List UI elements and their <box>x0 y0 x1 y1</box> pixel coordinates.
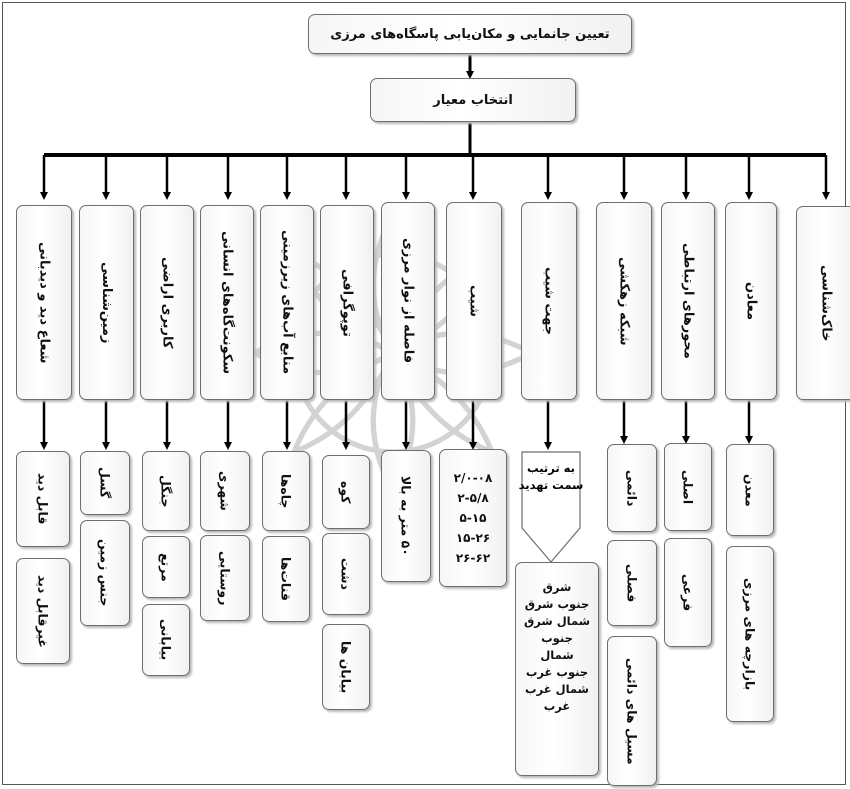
leaf-plain: دشت <box>322 533 370 615</box>
criterion-groundwater: منابع آب‌های زیرزمینی <box>260 205 314 400</box>
pentagon-shape <box>521 451 581 563</box>
leaf-permanent: دائمی <box>607 444 657 532</box>
leaf-main-road: اصلی <box>664 443 712 531</box>
criterion-topography: توپوگرافی <box>320 205 374 400</box>
leaf-rural: روستایی <box>200 535 250 621</box>
criterion-visibility: شعاع دید و دیدبانی <box>16 205 72 400</box>
criterion-soil-science: خاک‌شناسی <box>796 206 850 400</box>
leaf-urban: شهری <box>200 451 250 531</box>
leaf-qanats: قنات‌ها <box>262 536 310 622</box>
criterion-land-use: کاربری اراضی <box>140 205 194 400</box>
slope-range: ۵-۱۵ <box>459 511 487 525</box>
direction-item: غرب <box>543 699 571 713</box>
slope-ranges: ۲/۰-۰۸ ۲-۵/۸ ۵-۱۵ ۱۵-۲۶ ۲۶-۶۲ <box>439 449 507 587</box>
criterion-slope: شیب <box>446 202 502 400</box>
direction-item: جنوب غرب <box>525 665 589 679</box>
slope-aspect-threat-note: به ترتیب سمت تهدید <box>516 446 586 568</box>
leaf-desert-land: بیابانی <box>142 604 190 676</box>
direction-item: شمال غرب <box>525 682 589 696</box>
leaf-deserts: بیابان ها <box>322 624 370 710</box>
leaf-secondary-road: فرعی <box>664 538 712 647</box>
leaf-seasonal: فصلی <box>607 540 657 626</box>
diagram-title: تعیین جانمایی و مکان‌یابی پاسگاه‌های مرز… <box>308 14 632 54</box>
aspect-direction-list: شرق جنوب شرق شمال شرق جنوب شمال جنوب غرب… <box>515 562 599 776</box>
direction-item: شمال شرق <box>523 614 591 628</box>
criterion-communication-axes: محورهای ارتباطی <box>661 202 715 400</box>
criterion-mines: معادن <box>725 202 777 400</box>
direction-item: جنوب <box>541 631 573 645</box>
criteria-header: انتخاب معیار <box>370 78 576 122</box>
leaf-mine: معدن <box>726 444 774 536</box>
leaf-not-visible: غیرقابل دید <box>16 558 70 664</box>
slope-range: ۱۵-۲۶ <box>455 531 491 545</box>
leaf-mountain: کوه <box>322 455 370 529</box>
criterion-slope-aspect: جهت شیب <box>521 202 577 400</box>
leaf-permanent-channels: مسیل های دائمی <box>607 636 657 786</box>
direction-item: جنوب شرق <box>524 597 590 611</box>
criterion-border-distance: فاصله از نوار مرزی <box>381 202 435 400</box>
direction-item: شمال <box>540 648 574 662</box>
threat-note-text: به ترتیب سمت تهدید <box>518 461 584 492</box>
leaf-forest: جنگل <box>142 451 190 531</box>
leaf-border-markets: بازارچه های مرزی <box>726 546 774 722</box>
criterion-drainage-network: شبکه زهکشی <box>596 202 652 400</box>
slope-range: ۲-۵/۸ <box>457 491 489 505</box>
criterion-geology: زمین‌شناسی <box>79 205 134 400</box>
slope-range: ۲۶-۶۲ <box>455 551 491 565</box>
leaf-fault: گسل <box>80 451 130 515</box>
leaf-wells: چاه‌ها <box>262 451 310 531</box>
leaf-50m-plus: ۵۰ متر به بالا <box>381 450 431 582</box>
leaf-visible: قابل دید <box>16 451 70 547</box>
criterion-human-settlements: سکونت‌گاه‌های انسانی <box>200 205 254 400</box>
direction-item: شرق <box>542 580 572 594</box>
leaf-rangeland: مرتع <box>142 536 190 598</box>
leaf-soil-type: جنس زمین <box>80 520 130 626</box>
slope-range: ۲/۰-۰۸ <box>453 471 493 485</box>
